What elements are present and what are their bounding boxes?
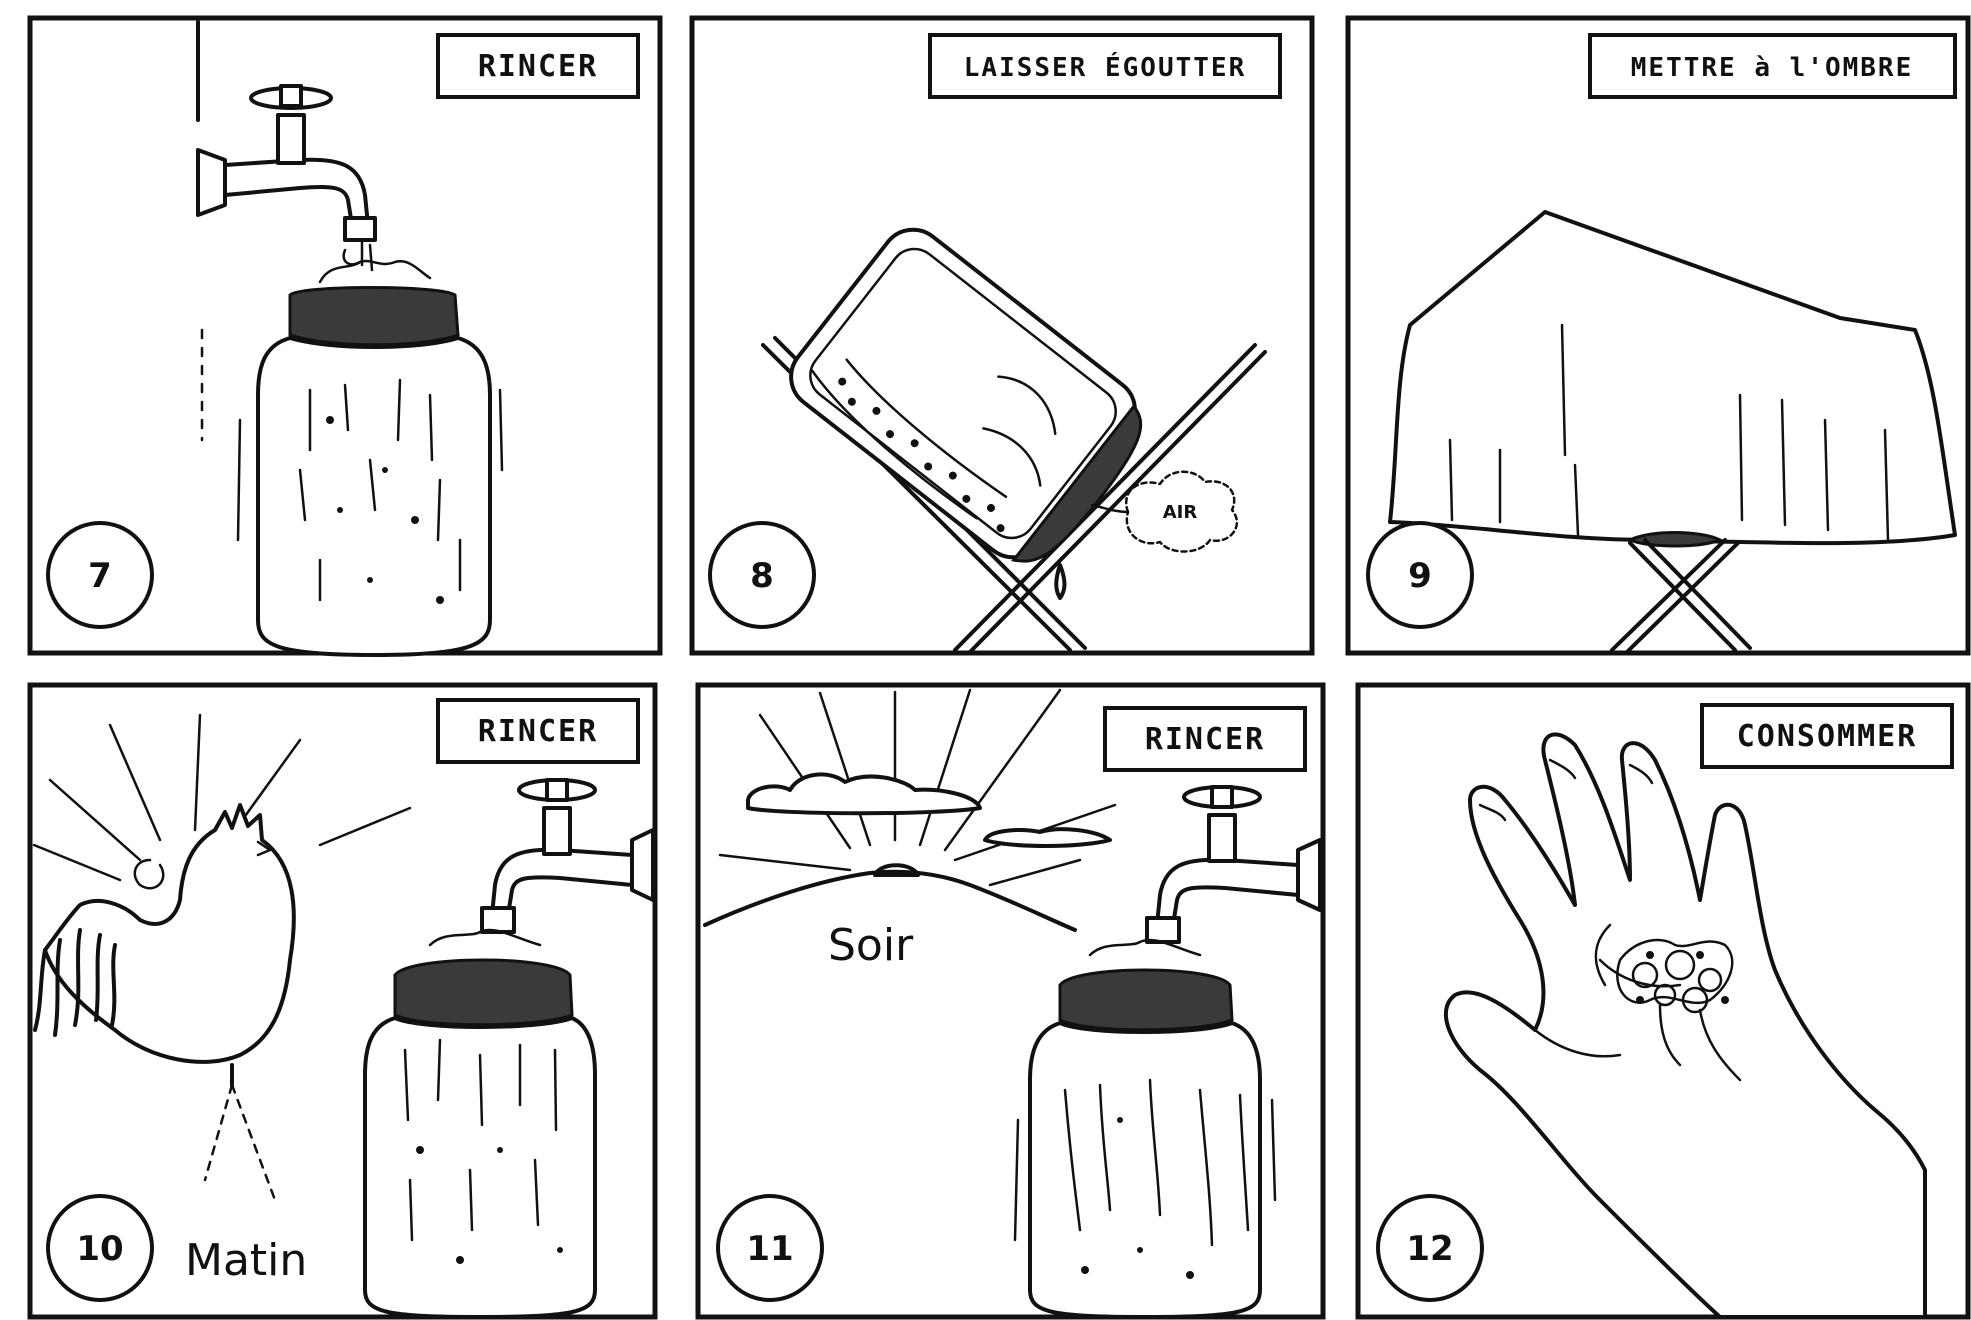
step-number: 12 <box>1406 1229 1453 1269</box>
step-number: 7 <box>88 556 112 596</box>
panel-step-12: 12 CONSOMMER <box>1358 685 1968 1317</box>
step-label: METTRE à l'OMBRE <box>1631 53 1913 83</box>
jar-mesh-lid <box>1060 970 1232 1030</box>
step-number: 10 <box>76 1229 123 1269</box>
panel-step-7: 7 RINCER <box>30 18 660 655</box>
step-number: 8 <box>750 556 774 596</box>
panel-step-11: Soir 11 RINCER <box>698 685 1323 1317</box>
step-number: 11 <box>746 1229 793 1269</box>
time-caption: Soir <box>828 920 914 971</box>
step-label: RINCER <box>478 49 598 84</box>
step-label: CONSOMMER <box>1737 719 1918 754</box>
step-label: RINCER <box>478 714 598 749</box>
panel-step-10: Matin 10 RINCER <box>30 685 655 1317</box>
time-caption: Matin <box>185 1235 307 1286</box>
cloud-icon <box>985 829 1110 846</box>
air-annotation: AIR <box>1163 502 1198 523</box>
step-label: RINCER <box>1145 722 1265 757</box>
step-number: 9 <box>1408 556 1432 596</box>
water-drop-icon <box>1056 565 1064 598</box>
jar-icon <box>238 288 502 656</box>
panel-step-9: 9 METTRE à l'OMBRE <box>1348 18 1968 653</box>
jar-mesh-lid <box>395 960 572 1025</box>
panel-step-8: AIR 8 LAISSER ÉGOUTTER <box>692 18 1312 653</box>
jar-icon <box>365 930 595 1317</box>
jar-mesh-lid <box>290 288 458 345</box>
step-label: LAISSER ÉGOUTTER <box>964 51 1246 83</box>
